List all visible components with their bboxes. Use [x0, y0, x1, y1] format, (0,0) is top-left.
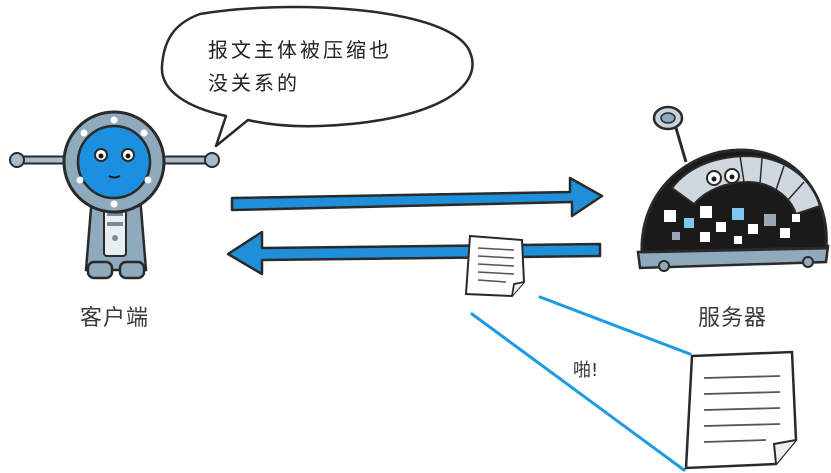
speech-bubble-line-2: 没关系的: [208, 71, 300, 95]
server-robot-icon: [636, 105, 830, 272]
expand-lines: [470, 295, 692, 472]
request-arrow: [230, 176, 604, 218]
client-robot-icon: [9, 110, 220, 280]
speech-bubble-text: 报文主体被压缩也 没关系的: [208, 34, 392, 100]
speech-bubble-line-1: 报文主体被压缩也: [208, 38, 392, 62]
server-label: 服务器: [698, 306, 768, 331]
small-document-icon: [464, 234, 526, 298]
exclaim-text: 啪!: [573, 360, 599, 381]
large-document-icon: [684, 350, 798, 470]
client-label: 客户端: [80, 306, 150, 331]
response-arrow: [226, 230, 602, 276]
speech-bubble: [160, 5, 474, 148]
